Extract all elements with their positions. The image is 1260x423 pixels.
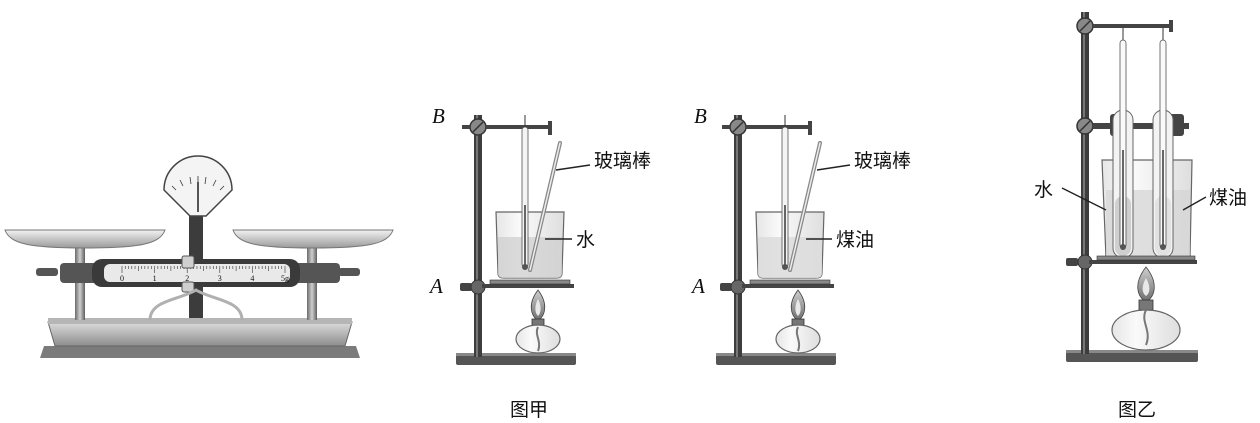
beam-tick-label: 4 (250, 274, 254, 283)
left-pan (4, 229, 166, 249)
beam-tick-labels: 0 1 2 3 4 5g (120, 274, 289, 283)
wire-gauze (1096, 255, 1196, 261)
leader-line-rod (555, 164, 591, 171)
right-adjust-knob (338, 268, 360, 276)
balance-base (47, 321, 353, 347)
caption-yi: 图乙 (1118, 399, 1156, 421)
leader-line-rod-2 (816, 164, 851, 171)
clamp-label-a-2: A (690, 274, 705, 298)
leader-line-tube-water (1061, 187, 1107, 211)
balance-base-plate (40, 346, 360, 358)
label-water: 水 (576, 229, 595, 251)
clamp-label-b-2: B (694, 104, 707, 128)
setup-kerosene (715, 114, 837, 366)
beam-scale (104, 264, 290, 282)
balance-rider (181, 255, 195, 269)
setup-comparison (1066, 12, 1198, 362)
label-glass-rod-2: 玻璃棒 (854, 150, 911, 172)
label-tube-kerosene: 煤油 (1209, 187, 1247, 209)
beam-tick-label: 3 (218, 274, 222, 283)
balance: 0 1 2 3 4 5g (4, 155, 394, 358)
beam-tick-label: 5g (281, 274, 289, 283)
beam-tick-label: 0 (120, 274, 124, 283)
clamp-label-a: A (428, 274, 443, 298)
water-liquid (498, 237, 562, 278)
right-pan (232, 229, 394, 249)
caption-jia: 图甲 (510, 399, 548, 421)
kerosene-liquid (758, 237, 822, 278)
clamp-label-b: B (432, 104, 445, 128)
label-kerosene: 煤油 (836, 229, 874, 251)
left-adjust-knob (36, 268, 58, 276)
beam-tick-label: 2 (185, 274, 189, 283)
setup-water (455, 114, 577, 366)
beam-tick-label: 1 (153, 274, 157, 283)
label-glass-rod: 玻璃棒 (594, 150, 651, 172)
leader-line-tube-kerosene (1182, 196, 1207, 211)
label-tube-water: 水 (1034, 179, 1053, 201)
